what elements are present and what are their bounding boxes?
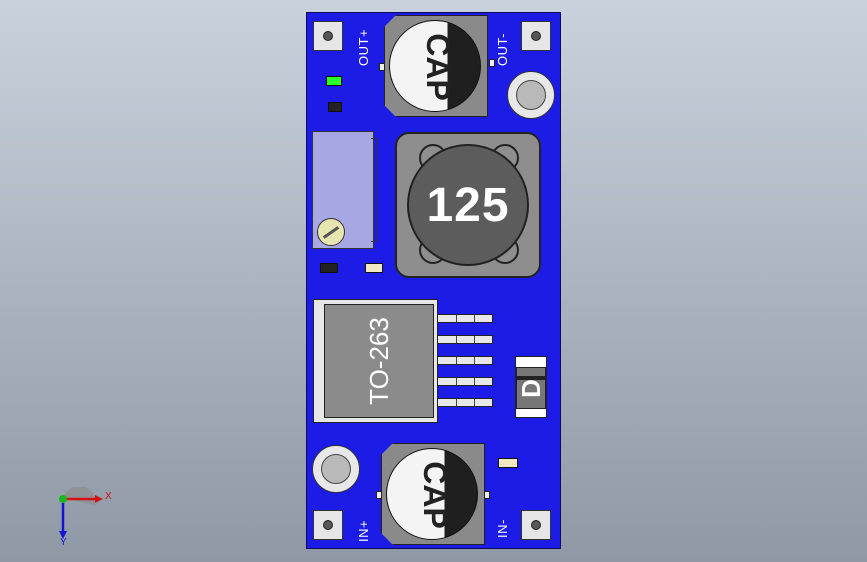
regulator-pin-1 [437, 314, 493, 323]
coordinate-triad-icon: X Y [55, 485, 125, 548]
regulator-body: TO-263 [324, 304, 434, 418]
schottky-diode[interactable]: D [515, 356, 547, 418]
smd-resistor-1[interactable] [328, 102, 342, 112]
pad-in-minus[interactable] [521, 510, 551, 540]
regulator-pin-5 [437, 398, 493, 407]
diode-body: D [516, 367, 546, 409]
regulator-to263[interactable]: TO-263 [313, 299, 438, 423]
regulator-pin-3 [437, 356, 493, 365]
bottom-cap-lead-right [484, 491, 490, 499]
smd-capacitor-2[interactable] [498, 458, 518, 468]
inductor-core: 125 [407, 144, 529, 266]
triad-y-label: Y [60, 537, 67, 547]
triad-svg: X Y [59, 485, 112, 548]
smd-resistor-2[interactable] [320, 263, 338, 273]
label-out-plus: OUT+ [356, 28, 371, 66]
status-led[interactable] [326, 76, 342, 86]
label-out-minus: OUT- [495, 32, 510, 66]
diode-label: D [515, 378, 546, 398]
mounting-hole-bottom-left[interactable] [312, 445, 360, 493]
pad-out-minus[interactable] [521, 21, 551, 51]
bottom-capacitor[interactable]: CAP [381, 443, 485, 545]
top-cap-lead-left [379, 63, 385, 71]
pad-out-plus[interactable] [313, 21, 343, 51]
triad-x-label: X [105, 491, 112, 502]
regulator-pin-4 [437, 377, 493, 386]
top-capacitor-label: CAP [420, 33, 457, 101]
bottom-capacitor-label: CAP [417, 461, 454, 529]
bottom-cap-lead-left [376, 491, 382, 499]
regulator-label: TO-263 [363, 317, 394, 405]
mounting-hole-top-right[interactable] [507, 71, 555, 119]
smd-capacitor-1[interactable] [365, 263, 383, 273]
top-capacitor[interactable]: CAP [384, 15, 488, 117]
adjust-screw-icon[interactable] [317, 218, 345, 246]
inductor-label: 125 [426, 178, 510, 232]
screw-slot [322, 226, 340, 239]
trim-potentiometer[interactable] [312, 131, 377, 249]
regulator-pin-2 [437, 335, 493, 344]
pad-in-plus[interactable] [313, 510, 343, 540]
diode-band [517, 376, 545, 380]
label-in-plus: IN+ [356, 519, 371, 542]
power-inductor[interactable]: 125 [395, 132, 541, 278]
bottom-capacitor-can: CAP [386, 448, 478, 540]
top-capacitor-can: CAP [389, 20, 481, 112]
label-in-minus: IN- [495, 519, 510, 538]
top-cap-lead-right [489, 59, 495, 67]
